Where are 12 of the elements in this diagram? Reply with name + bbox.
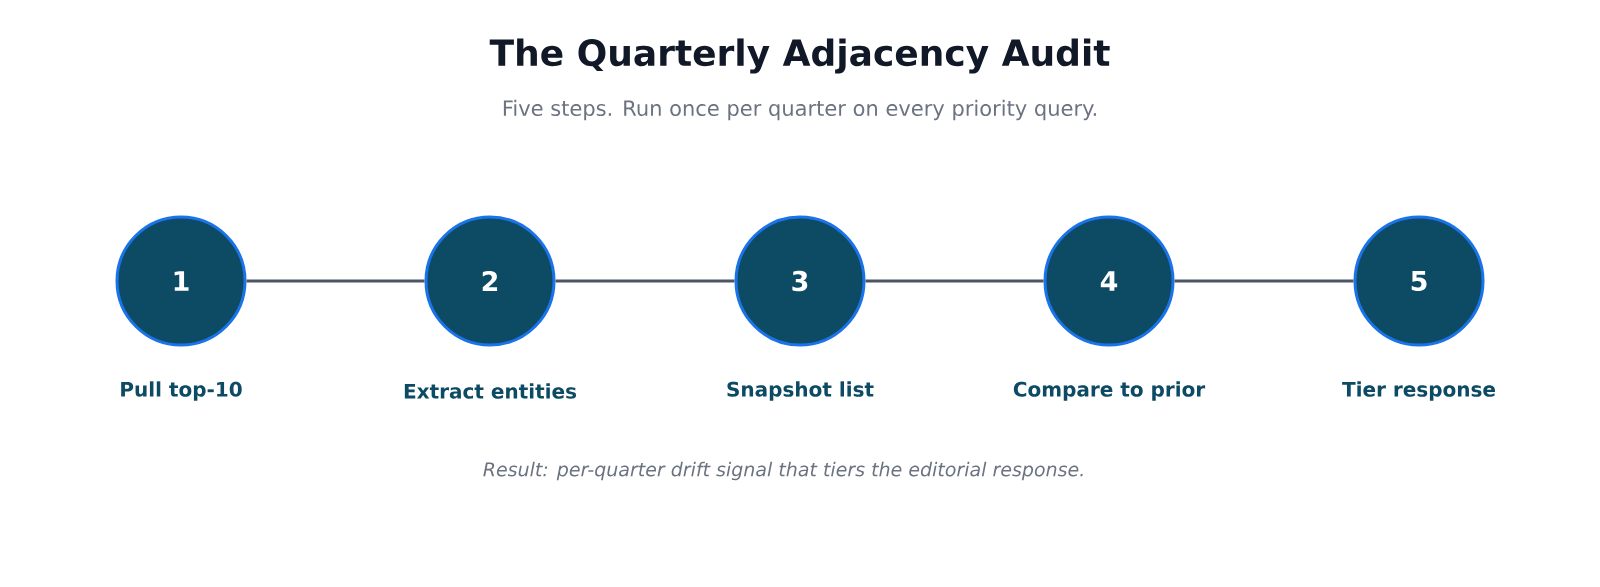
caption: Result: per-quarter drift signal that tiers the editorial response. [483,461,1083,481]
step-label: Pull top-10 [121,381,242,401]
title: The Quarterly Adjacency Audit [489,38,1110,74]
connector-line [246,279,425,283]
connector-line [1174,279,1354,283]
step-label: Tier response [1342,381,1495,401]
step-label: Snapshot list [727,381,874,401]
connector-line [865,279,1044,283]
subtitle: Five steps. Run once per quarter on every priority query. [503,99,1096,121]
step-label: Extract entities [404,383,577,399]
connector-line [555,279,735,283]
step-label: Compare to prior [1013,381,1206,401]
